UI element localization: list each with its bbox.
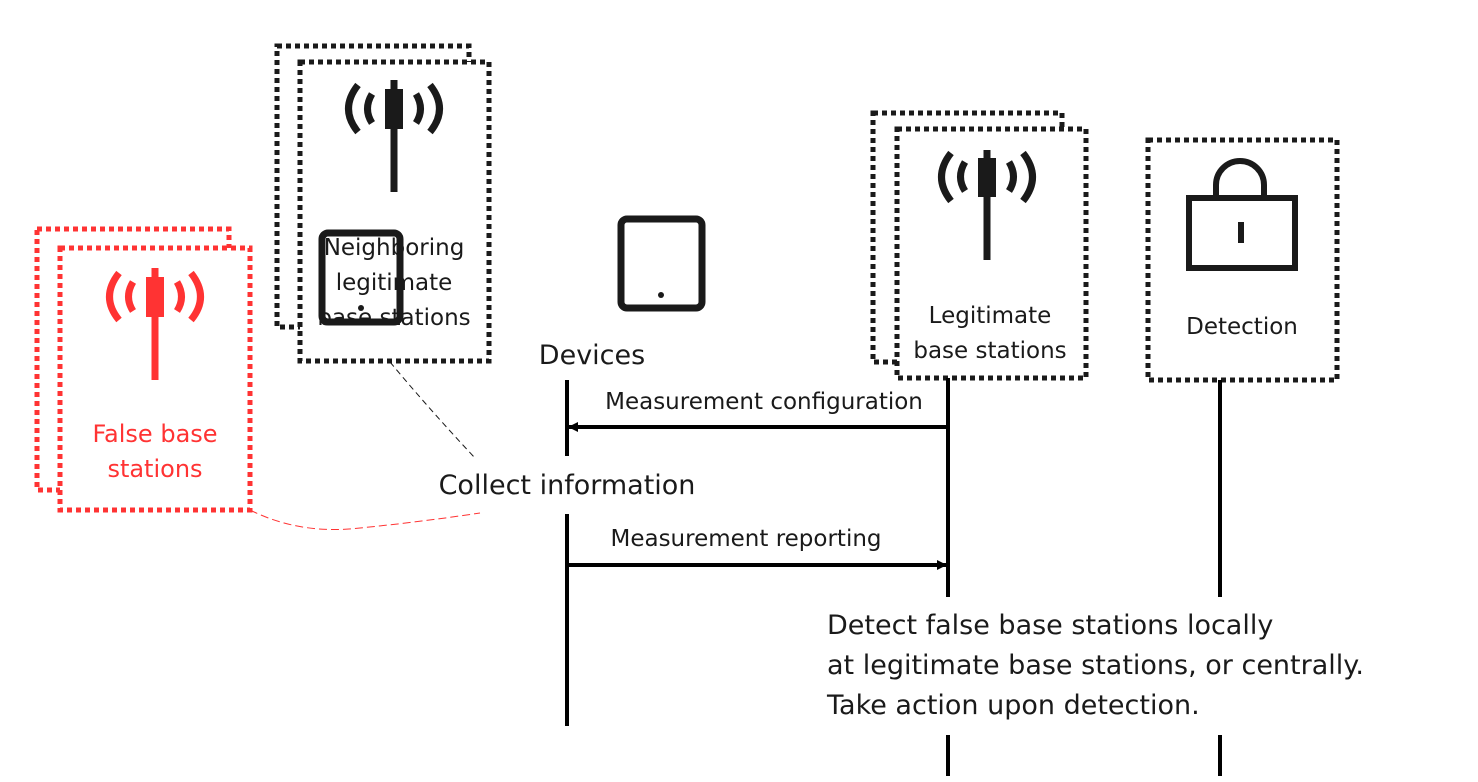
neighbor-label-2: legitimate <box>336 270 453 296</box>
antenna-icon <box>938 150 1036 260</box>
tablet-icon <box>617 215 706 312</box>
antenna-icon <box>106 268 204 380</box>
reporting-label: Measurement reporting <box>610 526 881 552</box>
legitimate-base-stations: Legitimate base stations <box>870 110 1089 381</box>
false-label-1: False base <box>92 420 217 448</box>
false-label-2: stations <box>107 455 202 483</box>
neighbor-label-3: base stations <box>317 305 470 331</box>
false-base-stations: False base stations <box>34 226 253 513</box>
neighbor-label-1: Neighboring <box>324 235 465 261</box>
note-line-3: Take action upon detection. <box>826 690 1200 721</box>
note-line-1: Detect false base stations locally <box>827 610 1273 641</box>
devices: Devices <box>318 215 706 371</box>
detection-node: Detection <box>1145 137 1340 383</box>
false-connector <box>249 509 481 530</box>
configuration-label: Measurement configuration <box>605 389 923 415</box>
devices-label: Devices <box>539 340 645 371</box>
note-line-2: at legitimate base stations, or centrall… <box>827 650 1364 681</box>
legit-label-1: Legitimate <box>929 303 1052 329</box>
detection-note: Detect false base stations locally at le… <box>826 610 1364 721</box>
lock-icon <box>1186 158 1298 271</box>
lifelines <box>565 378 1222 776</box>
collect-label: Collect information <box>439 470 696 501</box>
neighboring-base-stations: Neighboring legitimate base stations <box>274 43 492 364</box>
detection-label: Detection <box>1186 314 1298 340</box>
neighbor-connector <box>389 361 476 459</box>
tablet-icon <box>318 229 404 326</box>
legit-label-2: base stations <box>913 338 1066 364</box>
antenna-icon <box>345 80 443 192</box>
